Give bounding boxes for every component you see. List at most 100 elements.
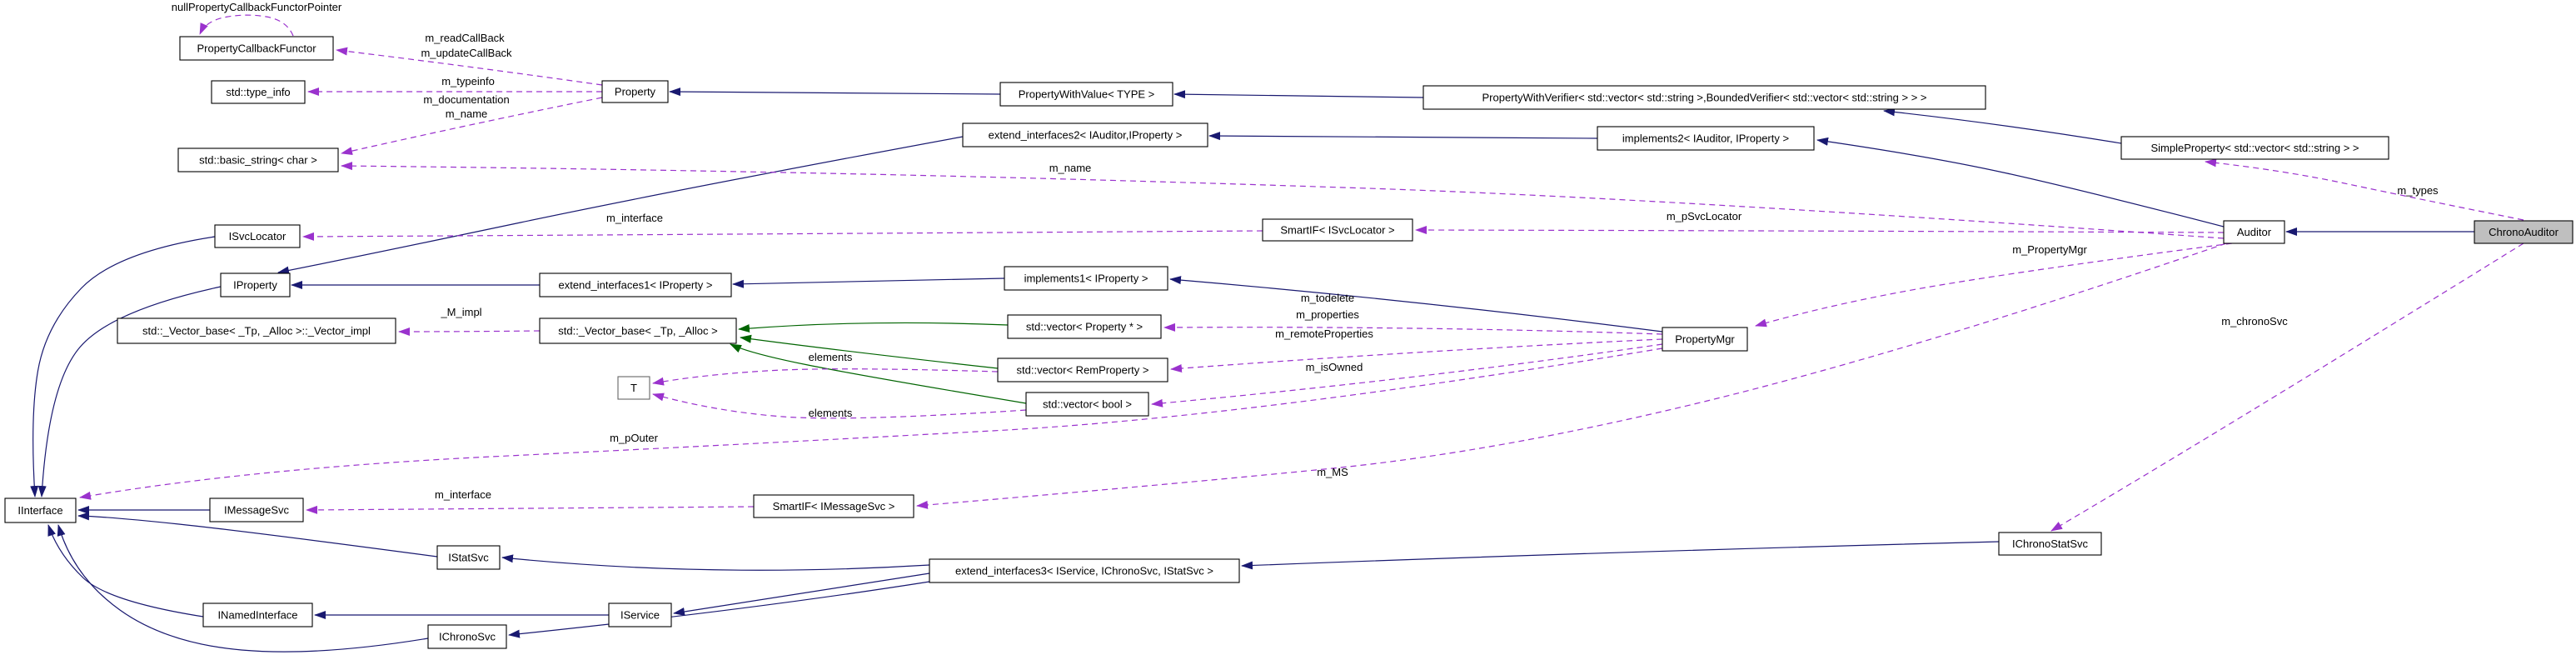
node-Auditor[interactable]: Auditor [2223, 220, 2285, 244]
node-std-vector-RemProperty[interactable]: std::vector< RemProperty > [997, 358, 1168, 382]
node-PropertyWithVerifier[interactable]: PropertyWithVerifier< std::vector< std::… [1423, 85, 1986, 110]
node-box-extend_interfaces1[interactable] [539, 272, 732, 298]
edge-ChronoAuditor-to-IChronoStatSvc [2050, 242, 2524, 532]
node-box-implements2[interactable] [1597, 126, 1815, 151]
node-box-implements1[interactable] [1004, 266, 1168, 291]
node-box-extend_interfaces3[interactable] [929, 558, 1240, 583]
node-std-basic_string-char[interactable]: std::basic_string< char > [177, 148, 339, 172]
node-box-std-_Vector_base-_Vector_impl[interactable] [117, 318, 396, 344]
node-IChronoStatSvc[interactable]: IChronoStatSvc [1998, 532, 2102, 556]
edge-label-elements: elements [809, 407, 853, 419]
node-IProperty[interactable]: IProperty [220, 272, 291, 298]
node-box-SmartIF-IMessageSvc[interactable] [753, 494, 914, 518]
node-std-_Vector_base-_Vector_impl[interactable]: std::_Vector_base< _Tp, _Alloc >::_Vecto… [117, 318, 396, 344]
edge-PropertyMgr-to-IInterface [79, 348, 1663, 500]
node-extend_interfaces2[interactable]: extend_interfaces2< IAuditor,IProperty > [962, 122, 1208, 148]
edge-std-vector-bool-to-std-_Vector_base [730, 343, 1027, 404]
node-ChronoAuditor[interactable]: ChronoAuditor [2474, 220, 2574, 244]
node-label-implements1: implements1< IProperty > [1024, 272, 1148, 285]
node-IMessageSvc[interactable]: IMessageSvc [209, 498, 304, 522]
node-box-IProperty[interactable] [220, 272, 291, 298]
node-IInterface[interactable]: IInterface [4, 498, 77, 523]
node-box-PropertyCallbackFunctor[interactable] [179, 36, 334, 61]
edge-label-m_interface: m_interface [435, 488, 491, 501]
edge-IChronoStatSvc-to-extend_interfaces3 [1241, 541, 2000, 570]
node-label-IService: IService [620, 609, 660, 622]
node-SmartIF-IMessageSvc[interactable]: SmartIF< IMessageSvc > [753, 494, 914, 518]
edge-label-m_typeinfo: m_typeinfo [441, 75, 495, 88]
node-ISvcLocator[interactable]: ISvcLocator [214, 224, 301, 248]
node-box-Property[interactable] [601, 80, 669, 103]
node-extend_interfaces1[interactable]: extend_interfaces1< IProperty > [539, 272, 732, 298]
node-box-IMessageSvc[interactable] [209, 498, 304, 522]
node-T[interactable]: T [617, 376, 650, 400]
node-box-std-_Vector_base[interactable] [539, 318, 737, 344]
edge-label-m_pOuter: m_pOuter [610, 432, 658, 444]
edge-label-m_isOwned: m_isOwned [1306, 361, 1363, 373]
node-label-INamedInterface: INamedInterface [217, 609, 297, 622]
node-box-Auditor[interactable] [2223, 220, 2285, 244]
node-box-std-basic_string-char[interactable] [177, 148, 339, 172]
node-IService[interactable]: IService [608, 602, 672, 628]
node-box-INamedInterface[interactable] [202, 602, 313, 628]
node-PropertyCallbackFunctor[interactable]: PropertyCallbackFunctor [179, 36, 334, 61]
node-PropertyWithValue-TYPE[interactable]: PropertyWithValue< TYPE > [999, 82, 1173, 107]
edge-label-nullPropertyCallbackFunctorPointer: nullPropertyCallbackFunctorPointer [172, 1, 342, 13]
edge-label-m_remoteProperties: m_remoteProperties [1275, 328, 1373, 340]
node-implements2[interactable]: implements2< IAuditor, IProperty > [1597, 126, 1815, 151]
node-box-extend_interfaces2[interactable] [962, 122, 1208, 148]
node-box-ISvcLocator[interactable] [214, 224, 301, 248]
node-box-IService[interactable] [608, 602, 672, 628]
node-label-PropertyCallbackFunctor: PropertyCallbackFunctor [197, 42, 316, 55]
node-box-IInterface[interactable] [4, 498, 77, 523]
node-box-std-type_info[interactable] [211, 80, 306, 104]
node-box-PropertyWithValue-TYPE[interactable] [999, 82, 1173, 107]
node-box-std-vector-bool[interactable] [1025, 392, 1149, 417]
node-std-_Vector_base[interactable]: std::_Vector_base< _Tp, _Alloc > [539, 318, 737, 344]
node-box-SimpleProperty[interactable] [2120, 136, 2389, 160]
node-box-IChronoStatSvc[interactable] [1998, 532, 2102, 556]
node-implements1[interactable]: implements1< IProperty > [1004, 266, 1168, 291]
node-box-T[interactable] [617, 376, 650, 400]
node-label-std-_Vector_base: std::_Vector_base< _Tp, _Alloc > [558, 325, 718, 338]
edge-ChronoAuditor-to-SimpleProperty [2205, 158, 2524, 221]
edge-SimpleProperty-to-PropertyWithVerifier [1883, 108, 2122, 144]
node-box-PropertyWithVerifier[interactable] [1423, 85, 1986, 110]
edge-label-m_types: m_types [2397, 184, 2439, 197]
node-std-type_info[interactable]: std::type_info [211, 80, 306, 104]
node-SmartIF-ISvcLocator[interactable]: SmartIF< ISvcLocator > [1262, 218, 1413, 242]
edge-PropertyCallbackFunctor-to-PropertyCallbackFunctor [199, 14, 294, 37]
node-IChronoSvc[interactable]: IChronoSvc [427, 624, 507, 649]
node-box-IStatSvc[interactable] [436, 545, 501, 570]
edge-std-vector-Property-to-std-_Vector_base [738, 322, 1009, 332]
node-box-IChronoSvc[interactable] [427, 624, 507, 649]
edge-PropertyMgr-to-std-vector-bool [1151, 343, 1663, 408]
node-IStatSvc[interactable]: IStatSvc [436, 545, 501, 570]
node-label-std-vector-RemProperty: std::vector< RemProperty > [1017, 364, 1149, 377]
edge-INamedInterface-to-IInterface [47, 524, 204, 618]
node-INamedInterface[interactable]: INamedInterface [202, 602, 313, 628]
node-extend_interfaces3[interactable]: extend_interfaces3< IService, IChronoSvc… [929, 558, 1240, 583]
node-Property[interactable]: Property [601, 80, 669, 103]
edge-Auditor-to-PropertyMgr [1755, 242, 2233, 328]
node-box-ChronoAuditor[interactable] [2474, 220, 2574, 244]
node-box-std-vector-RemProperty[interactable] [997, 358, 1168, 382]
node-label-IStatSvc: IStatSvc [448, 552, 489, 564]
node-std-vector-Property[interactable]: std::vector< Property * > [1007, 314, 1162, 339]
node-std-vector-bool[interactable]: std::vector< bool > [1025, 392, 1149, 417]
node-SimpleProperty[interactable]: SimpleProperty< std::vector< std::string… [2120, 136, 2389, 160]
node-label-Property: Property [615, 86, 656, 98]
edge-label-m_chronoSvc: m_chronoSvc [2221, 315, 2288, 328]
edge-extend_interfaces3-to-IService [673, 572, 930, 616]
node-label-extend_interfaces2: extend_interfaces2< IAuditor,IProperty > [989, 129, 1183, 142]
node-PropertyMgr[interactable]: PropertyMgr [1662, 327, 1748, 352]
node-box-PropertyMgr[interactable] [1662, 327, 1748, 352]
node-box-std-vector-Property[interactable] [1007, 314, 1162, 339]
node-label-std-vector-bool: std::vector< bool > [1043, 398, 1132, 411]
node-box-SmartIF-ISvcLocator[interactable] [1262, 218, 1413, 242]
edge-label-m_name: m_name [446, 108, 488, 120]
edge-Property-to-PropertyCallbackFunctor [336, 47, 603, 86]
edges-layer [30, 14, 2524, 652]
node-label-ISvcLocator: ISvcLocator [229, 230, 286, 242]
